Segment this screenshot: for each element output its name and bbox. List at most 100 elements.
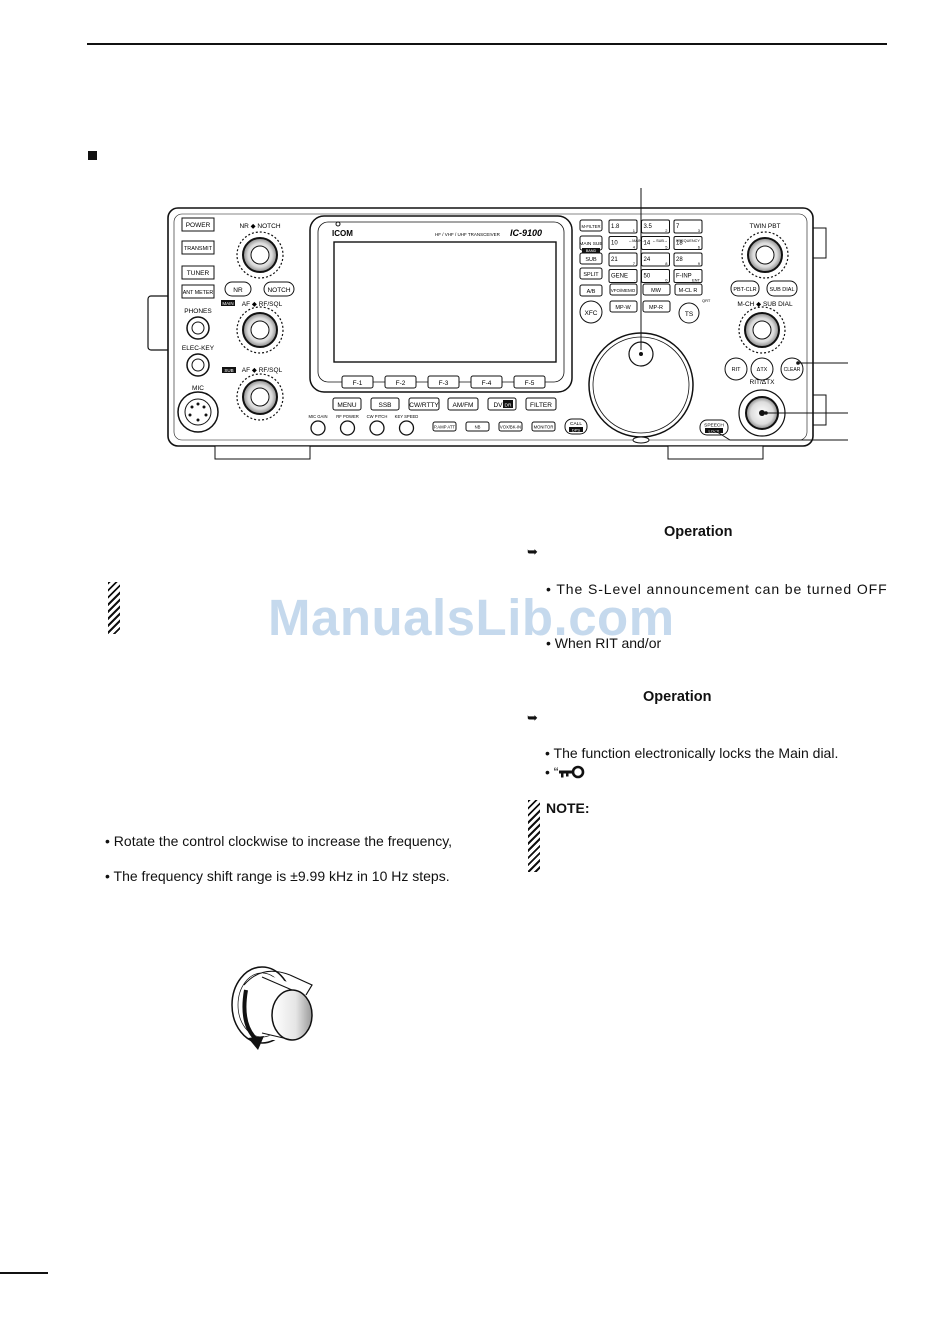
pbt-clr-button (730, 280, 760, 297)
svg-text:BAND: BAND (586, 249, 597, 253)
svg-text:SPEECH: SPEECH (704, 423, 724, 429)
svg-text:MAIN SUB: MAIN SUB (579, 241, 602, 247)
keypad-f-inp-key[interactable] (673, 269, 703, 283)
keypad-digit: 0 (665, 278, 668, 283)
keypad-gene-key[interactable] (608, 269, 638, 283)
cw-pitch-knob[interactable] (369, 420, 385, 436)
notch-button (263, 281, 295, 297)
keypad-digit: ENT (692, 278, 701, 283)
m-clr-button (674, 283, 703, 296)
keypad-digit: · (634, 278, 635, 283)
main-dial (588, 332, 694, 438)
keypad-label: 14 (644, 241, 651, 247)
mw-button (642, 283, 671, 296)
svg-text:TWIN PBT: TWIN PBT (749, 223, 780, 230)
menu-button[interactable] (332, 397, 362, 411)
keypad-10-key[interactable] (608, 236, 638, 250)
keypad-1-8-key[interactable] (608, 219, 638, 234)
mp-w-button (609, 300, 638, 313)
fkey-f-2-button[interactable] (384, 375, 417, 389)
svg-text:DPS: DPS (572, 427, 581, 432)
keypad-label: 1.8 (611, 224, 620, 230)
mp-r-button (642, 300, 671, 313)
nr-notch-knob (236, 231, 284, 279)
svg-text:MP-W: MP-W (615, 305, 631, 311)
sub-dial-button (766, 280, 798, 297)
keypad-21-key[interactable] (608, 252, 638, 267)
fkey-f-3-button[interactable] (427, 375, 460, 389)
split-button (579, 267, 603, 280)
keypad-digit: 2 (665, 228, 668, 233)
svg-text:ELEC-KEY: ELEC-KEY (182, 345, 215, 352)
keypad-label: 24 (644, 257, 651, 263)
am-fm-button[interactable] (447, 397, 479, 411)
key-speed-knob[interactable] (398, 420, 415, 436)
small-knob-label: CW PITCH (367, 414, 388, 419)
svg-text:DR: DR (505, 403, 512, 409)
keypad-7-key[interactable] (673, 219, 703, 234)
keypad-28-key[interactable] (673, 252, 703, 267)
m-ch-sub-dial-knob (738, 306, 786, 354)
fkey-f-4-button[interactable] (470, 375, 503, 389)
keypad-label: 7 (676, 224, 680, 230)
step-arrow-icon: ➥ (527, 710, 538, 725)
fkey-f-1-button[interactable] (341, 375, 374, 389)
svg-text:M-FILTER: M-FILTER (582, 224, 601, 229)
keypad-digit: 7 (633, 261, 636, 266)
keypad-digit: 1 (633, 228, 636, 233)
mode-button-label: SSB (378, 402, 391, 409)
transmit-button (181, 240, 215, 255)
foot-right (667, 445, 764, 460)
svg-text:LOCK: LOCK (709, 428, 720, 433)
svg-text:TRANSMIT: TRANSMIT (184, 246, 213, 252)
shift-range-note: • The frequency shift range is ±9.99 kHz… (105, 868, 450, 884)
m-filter-button (579, 219, 603, 232)
rit-dtx-knob (738, 389, 786, 437)
af-rf-main-knob (236, 306, 284, 354)
rf-power-knob[interactable] (339, 420, 356, 436)
keypad-label: 21 (611, 257, 618, 263)
keypad-18-key[interactable] (673, 236, 703, 250)
svg-text:ΔTX: ΔTX (757, 367, 768, 373)
svg-text:MW: MW (651, 288, 662, 294)
lock-note: • The function electronically locks the … (545, 745, 839, 761)
nb-button[interactable] (465, 421, 490, 432)
twin-pbt-knob (741, 231, 789, 279)
monitor-button[interactable] (531, 421, 556, 432)
keypad-digit: 4 (633, 245, 636, 250)
bottom-button-label: VOX/BK-IN (500, 425, 521, 430)
svg-text:←MAIN→: ←MAIN→ (628, 239, 645, 243)
small-knob-label: KEY SPEED (395, 414, 419, 419)
keypad-label: F-INP (676, 274, 692, 280)
fkey-f-5-button[interactable] (513, 375, 546, 389)
bottom-button-label: P.AMP ATT (434, 425, 455, 430)
vfo-memo-button (609, 283, 638, 296)
svg-text:ICOM: ICOM (332, 229, 353, 238)
sub-button (579, 252, 603, 265)
svg-text:POWER: POWER (186, 222, 211, 229)
mode-button-label: CW/RTTY (409, 402, 439, 409)
mic-gain-knob[interactable] (310, 420, 326, 436)
small-knob-label: MIC GAIN (308, 414, 327, 419)
keypad-label: 50 (644, 274, 651, 280)
svg-text:XFC: XFC (585, 310, 598, 317)
cw-rtty-button[interactable] (408, 397, 440, 411)
small-knob-label: RF POWER (336, 414, 359, 419)
svg-text:SUB: SUB (585, 257, 597, 263)
keypad: 1.813.5273104145186217248289GENE·500F-IN… (608, 219, 703, 283)
rit-knob-rotation-illustration (231, 966, 313, 1050)
mode-button-label: DV (493, 402, 503, 409)
fkey-label: F-1 (353, 380, 363, 387)
lcd-screen (333, 241, 557, 363)
ssb-button[interactable] (370, 397, 400, 411)
mode-button-label: MENU (337, 402, 356, 409)
svg-text:AF ◆ RF/SQL: AF ◆ RF/SQL (242, 367, 283, 374)
filter-button[interactable] (525, 397, 557, 411)
p-amp-att-button[interactable] (432, 421, 457, 432)
svg-text:NR ◆ NOTCH: NR ◆ NOTCH (239, 223, 280, 230)
vox-bk-in-button[interactable] (498, 421, 523, 432)
header-rule (87, 43, 887, 45)
step-arrow-icon: ➥ (527, 544, 538, 559)
